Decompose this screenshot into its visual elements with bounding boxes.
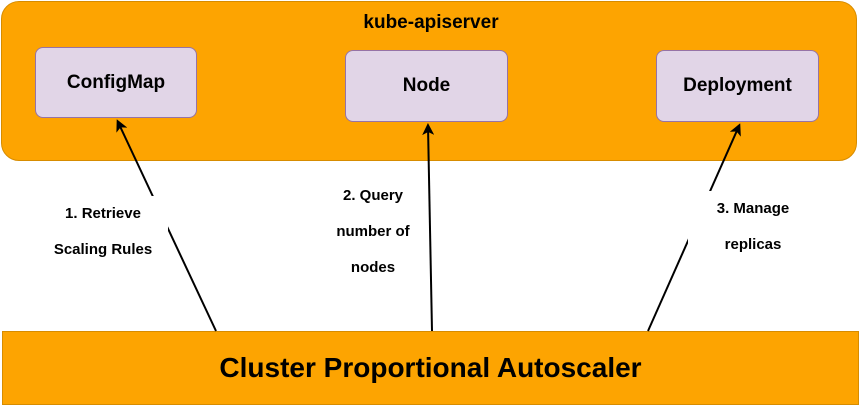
edge-label-line: 1. Retrieve [65, 205, 141, 222]
kube-apiserver-title: kube-apiserver [363, 12, 499, 33]
edge-label-line: 2. Query [342, 187, 404, 204]
edge-label-manage-replicas: 3. Manage replicas [688, 191, 818, 263]
edge-label-line: Scaling Rules [53, 241, 153, 258]
edge-label-line: replicas [724, 236, 782, 253]
edge-label-retrieve-scaling-rules: 1. Retrieve Scaling Rules [38, 196, 168, 268]
node-node: Node [345, 50, 508, 122]
edge-label-line: 3. Manage [716, 200, 790, 217]
deployment-node: Deployment [656, 50, 819, 122]
edge-label-line: nodes [350, 259, 396, 276]
edge-label-query-number-of-nodes: 2. Query number of nodes [318, 178, 428, 286]
cluster-proportional-autoscaler-box: Cluster Proportional Autoscaler [2, 331, 859, 405]
configmap-node: ConfigMap [35, 47, 197, 118]
edge-label-line: number of [336, 223, 410, 240]
